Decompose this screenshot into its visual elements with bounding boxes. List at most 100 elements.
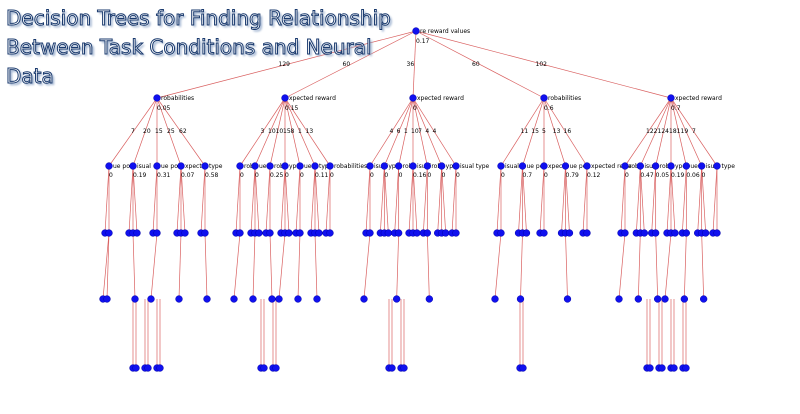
child-node-value-2-7: 0 — [330, 172, 334, 179]
edge-label-branch-4: 60 — [472, 61, 480, 68]
edge-deep-1-3 — [132, 232, 136, 300]
edge-branch-1-child-4 — [156, 97, 182, 167]
title-block: Decision Trees for Finding Relationship … — [6, 4, 392, 91]
edge-deep-5-2 — [637, 232, 641, 300]
deep-node-2-2 — [249, 295, 257, 303]
child-node-label-1-4: xpect — [185, 163, 202, 170]
child-node-value-2-2: 0 — [255, 172, 259, 179]
child-node-1-3 — [153, 162, 161, 170]
edge-grandchild-3-4-3 — [412, 165, 418, 234]
child-node-value-2-4: 0 — [285, 172, 289, 179]
edge-root-to-branch-1 — [156, 30, 417, 99]
child-node-2-1 — [236, 162, 244, 170]
child-edge-label-3-6: 4 — [425, 128, 429, 135]
grandchild-node-2-1-2 — [236, 229, 244, 237]
child-edge-label-2-1: 3 — [261, 128, 265, 135]
deep-node-2-1 — [230, 295, 238, 303]
edge-branch-1-child-1 — [108, 97, 158, 167]
child-edge-label-4-3: 5 — [542, 128, 546, 135]
grandchild-node-5-4-3 — [671, 229, 679, 237]
edge-grandchild-3-1-1 — [365, 165, 371, 234]
deep-node-1-6 — [203, 295, 211, 303]
branch-node-value-5: 0.7 — [671, 105, 681, 112]
grandchild-node-1-4-3 — [181, 229, 189, 237]
child-node-1-1 — [105, 162, 113, 170]
deep-node-1-3 — [131, 295, 139, 303]
deep-node-1-2 — [103, 295, 111, 303]
grandchild-node-4-3-2 — [540, 229, 548, 237]
edge-deep-5-6 — [701, 232, 705, 300]
edge-grandchild-2-4-1 — [280, 165, 286, 234]
child-node-value-3-7: 0 — [456, 172, 460, 179]
grandchild-node-3-2-3 — [384, 229, 392, 237]
grandchild-node-5-2-3 — [640, 229, 648, 237]
child-node-3-3 — [395, 162, 403, 170]
child-node-label-5-4: ype — [675, 163, 686, 170]
edge-branch-5-child-5 — [670, 97, 687, 167]
child-node-value-3-6: 0 — [442, 172, 446, 179]
child-node-value-5-1: 0 — [625, 172, 629, 179]
child-node-4-5 — [583, 162, 591, 170]
child-node-label-1-2: isual — [137, 163, 151, 170]
tree-edges — [102, 30, 718, 368]
grandchild-node-4-1-2 — [497, 229, 505, 237]
edge-grandchild-2-4-3 — [284, 165, 290, 234]
edge-branch-5-child-2 — [640, 97, 672, 167]
child-node-value-5-5: 0.06 — [686, 172, 700, 179]
child-edge-label-1-2: 20 — [143, 128, 151, 135]
edge-root-to-branch-3 — [412, 30, 417, 99]
edge-grandchild-5-6-3 — [701, 165, 707, 234]
grandchild-node-2-6-3 — [315, 229, 323, 237]
edge-branch-3-child-6 — [412, 97, 442, 167]
edge-grandchild-4-5-1 — [582, 165, 588, 234]
edge-grandchild-2-2-1 — [250, 165, 256, 234]
deep-node-5-1 — [615, 295, 623, 303]
child-node-label-4-5: xpected rewa — [591, 163, 632, 170]
edge-branch-1-child-5 — [156, 97, 206, 167]
grandchild-node-3-5-2 — [423, 229, 431, 237]
child-node-3-1 — [366, 162, 374, 170]
child-node-label-5-2: isual — [644, 163, 658, 170]
child-edge-label-3-2: 6 — [397, 128, 401, 135]
child-node-value-1-1: 0 — [109, 172, 113, 179]
edge-deep-4-3 — [565, 232, 568, 300]
child-edge-label-5-6: 9 — [684, 128, 688, 135]
edge-branch-2-child-2 — [254, 97, 286, 167]
child-node-value-2-5: 0 — [300, 172, 304, 179]
edge-grandchild-5-6-1 — [697, 165, 703, 234]
child-edge-label-2-7: 13 — [306, 128, 314, 135]
child-node-value-1-4: 0.07 — [181, 172, 195, 179]
edge-grandchild-4-3-1 — [539, 165, 545, 234]
deep-node-5-2 — [634, 295, 642, 303]
child-node-5-2 — [636, 162, 644, 170]
leaf-node-b-2-1 — [260, 364, 268, 372]
grandchild-node-3-7-2 — [452, 229, 460, 237]
edge-grandchild-1-3-1 — [152, 165, 158, 234]
edge-branch-2-child-3 — [269, 97, 286, 167]
grandchild-node-3-4-3 — [413, 229, 421, 237]
child-node-5-1 — [621, 162, 629, 170]
edge-branch-3-child-2 — [384, 97, 414, 167]
child-node-label-2-2: ue — [259, 163, 267, 170]
child-node-value-3-4: 0.16 — [413, 172, 427, 179]
child-node-label-2-1: rob — [244, 163, 254, 170]
grandchild-node-2-5-2 — [296, 229, 304, 237]
child-node-value-3-1: 0 — [370, 172, 374, 179]
root-node-value: 0.17 — [416, 38, 430, 45]
edge-branch-2-child-1 — [239, 97, 286, 167]
child-node-1-5 — [201, 162, 209, 170]
edge-grandchild-5-4-3 — [670, 165, 676, 234]
child-node-5-6 — [698, 162, 706, 170]
edge-branch-2-child-6 — [284, 97, 316, 167]
child-edge-label-3-7: 4 — [433, 128, 437, 135]
edge-grandchild-3-6-1 — [437, 165, 443, 234]
edge-deep-1-4 — [150, 232, 158, 300]
edge-grandchild-3-5-1 — [422, 165, 428, 234]
edge-grandchild-3-6-3 — [441, 165, 447, 234]
edge-branch-3-child-5 — [412, 97, 428, 167]
edge-grandchild-4-1-1 — [496, 165, 502, 234]
edge-deep-3-3 — [426, 232, 430, 300]
child-node-value-4-2: 0.7 — [523, 172, 533, 179]
leaf-node-b-3-1 — [388, 364, 396, 372]
